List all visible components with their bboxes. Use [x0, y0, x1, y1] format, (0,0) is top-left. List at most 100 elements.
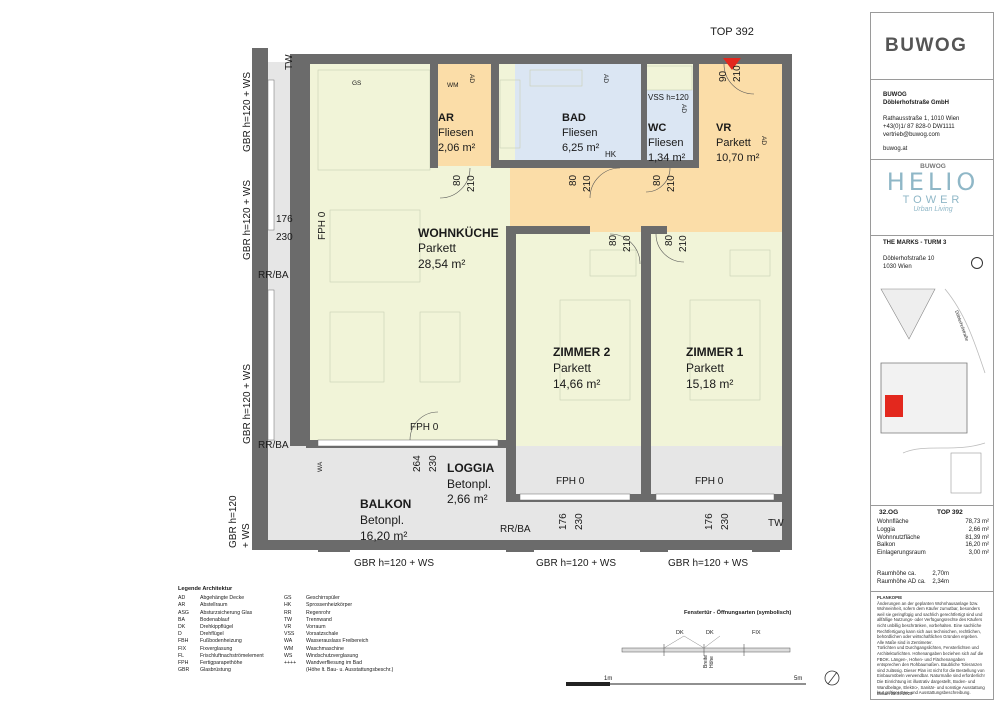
furniture: [317, 65, 771, 401]
note-line: Einbaumöbeln verwendbar. Naturmaße sind …: [877, 673, 985, 679]
legend-row: (Höhe lt. Bau- u. Ausstattungsbeschr.): [284, 667, 436, 674]
plan-annotations: GBR h=120 + WS GBR h=120 + WS GBR h=120 …: [228, 54, 784, 569]
company-address: Rathausstraße 1, 1010 Wien +43(0)1/ 87 8…: [883, 115, 959, 139]
wa-label: WA: [317, 461, 324, 472]
notes: PLANKOPIE Änderungen an der geplanten Wo…: [877, 595, 991, 696]
floor-label: 32.OG: [879, 509, 899, 516]
scale-right-label: 5m: [794, 676, 802, 682]
door-height: 210: [466, 175, 477, 192]
legend-code: AD: [178, 595, 186, 602]
door-height: 210: [732, 65, 743, 82]
fph-label: FPH 0: [695, 476, 724, 487]
legend-description: Regenrohr: [306, 609, 331, 616]
room-name: VR: [716, 122, 731, 134]
logo-small: BUWOG: [920, 163, 946, 170]
room-area: 1,34 m²: [648, 152, 686, 164]
gbr-ws-label: GBR h=120 + WS: [668, 558, 748, 569]
email-link[interactable]: vertrieb@buwog.com: [883, 132, 940, 138]
room-name: BAD: [562, 112, 586, 124]
room-floor: Parkett: [716, 137, 751, 149]
door-height: 210: [582, 175, 593, 192]
note-line: Rechtfertigung kann sich aus technischen…: [877, 628, 981, 634]
note-line: FBOK. Längen-, Höhen- und Flächenangaben: [877, 656, 965, 662]
legend-description: Drehkippflügel: [200, 624, 234, 631]
helio-tower-logo: BUWOG HELIO TOWER Urban Living: [883, 163, 983, 213]
room-floor: Fliesen: [438, 127, 473, 139]
legend-code: FL: [178, 652, 185, 659]
company-name: BUWOG Döblerhofstraße GmbH: [883, 91, 949, 107]
notes-body: Änderungen an der geplanten Wohnhausanla…: [877, 601, 991, 696]
legend-code: RR: [284, 609, 292, 616]
room-name: LOGGIA: [447, 461, 495, 475]
door-height: 210: [622, 235, 633, 252]
area-value: 16,20 m²: [965, 542, 989, 549]
ad-label: AD: [602, 74, 609, 83]
note-line: Architekturlichten. Höhenangaben beziehe…: [877, 650, 984, 656]
hall-floor: [510, 64, 785, 232]
legend-description: (Höhe lt. Bau- u. Ausstattungsbeschr.): [306, 667, 394, 674]
storage-floor: [437, 64, 491, 166]
legend-description: Windschutzverglasung: [306, 652, 359, 659]
legend-description: Wandverfliesung im Bad: [306, 660, 363, 667]
room-wc: WC Fliesen 1,34 m²: [648, 122, 686, 164]
legend-code: FBH: [178, 638, 189, 645]
project-name: THE MARKS - TURM 3: [883, 240, 947, 246]
area-value: 81,39 m²: [965, 534, 989, 541]
website-link[interactable]: buwog.at: [883, 146, 908, 152]
legend-code: GBR: [178, 667, 190, 674]
door-width: 90: [718, 70, 729, 82]
room-area: 15,18 m²: [686, 377, 733, 391]
window-fix: FIX: [752, 630, 761, 636]
area-value: 2,34m: [932, 578, 949, 585]
legend-code: ASG: [178, 609, 189, 616]
area-label: Balkon: [877, 542, 896, 549]
address-line: Rathausstraße 1, 1010 Wien: [883, 116, 960, 122]
legend-code: HK: [284, 602, 292, 609]
note-line: Türlichten und Durchgangslichten, Fenste…: [877, 645, 979, 651]
legend-code: AR: [178, 602, 186, 609]
logo-main: HELIO: [886, 168, 980, 196]
top-marker-label: TOP 392: [710, 26, 754, 38]
note-line: nicht unbillig beschränken, vorbehalten.…: [877, 622, 982, 628]
rr-ba-label: RR/BA: [258, 440, 289, 451]
dim-176: 176: [276, 214, 293, 225]
legend-row: RR Regenrohr: [284, 610, 436, 617]
room-zimmer-1: ZIMMER 1 Parkett 15,18 m²: [686, 345, 744, 391]
top-marker-arrow: [723, 58, 741, 70]
company-line-1: BUWOG: [883, 92, 907, 98]
area-label: Raumhöhe ca.: [877, 571, 917, 577]
dim-176: 176: [558, 513, 569, 530]
project-address: Döblerhofstraße 10 1030 Wien: [883, 255, 934, 271]
window-legend: Fenstertür - Öffnungsarten (symbolisch) …: [621, 609, 791, 668]
gbr-ws-label: GBR h=120 + WS: [242, 72, 253, 152]
gbr-ws-label: GBR h=120 + WS: [354, 558, 434, 569]
company-line-2: Döblerhofstraße GmbH: [883, 100, 950, 106]
legend-code: [284, 667, 306, 674]
room-floor: Parkett: [418, 241, 457, 255]
area-value: 78,73 m²: [965, 519, 989, 525]
room-name: AR: [438, 112, 454, 124]
room-area: 28,54 m²: [418, 257, 465, 271]
window-dk-1: DK: [676, 630, 684, 636]
legend-code: GS: [284, 595, 292, 602]
room-floor: Betonpl.: [447, 477, 491, 491]
area-row: Balkon 16,20 m²: [877, 542, 989, 550]
bath-floor: [515, 64, 641, 166]
room-area: 14,66 m²: [553, 377, 600, 391]
